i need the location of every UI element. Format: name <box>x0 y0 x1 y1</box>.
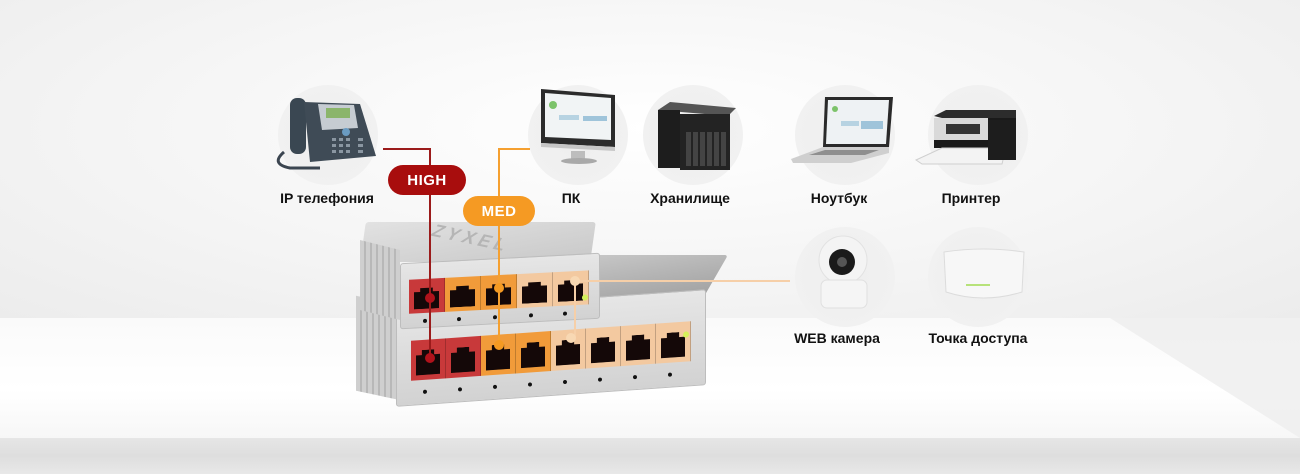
device-label: ПК <box>561 190 581 206</box>
port-dot <box>563 311 567 316</box>
low-priority-line <box>575 280 790 282</box>
switch-vent <box>360 240 400 320</box>
port-2[interactable] <box>517 272 553 309</box>
port-7[interactable] <box>446 335 481 379</box>
medium-priority-line <box>498 148 530 150</box>
port-dot <box>493 315 497 320</box>
laptop-icon <box>791 97 893 163</box>
low-port-marker <box>566 333 576 343</box>
device-label: Принтер <box>941 190 1001 206</box>
medium-port-marker <box>494 283 504 293</box>
port-dot <box>563 379 567 385</box>
port-4[interactable] <box>445 275 481 312</box>
medium-priority-line <box>498 148 500 342</box>
port-1[interactable] <box>656 321 691 364</box>
port-dot <box>423 389 427 394</box>
device-label: IP телефония <box>280 190 374 206</box>
medium-port-marker <box>494 340 504 350</box>
low-priority-line <box>574 280 576 338</box>
device-label: WEB камера <box>794 330 880 346</box>
high-port-marker <box>425 353 435 363</box>
desktop-pc-icon <box>541 89 615 164</box>
port-row <box>411 321 691 381</box>
port-dot <box>528 382 532 387</box>
printer-icon <box>914 110 1016 165</box>
port-5[interactable] <box>516 331 551 374</box>
device-label: Хранилище <box>650 190 730 206</box>
high-port-marker <box>425 293 435 303</box>
port-dot <box>668 372 672 377</box>
table-shadow <box>1110 318 1300 438</box>
port-dot <box>423 318 427 324</box>
web-camera-icon <box>818 235 868 309</box>
port-2[interactable] <box>621 323 656 367</box>
table-edge <box>0 438 1300 474</box>
port-dot <box>458 387 462 392</box>
device-label: Точка доступа <box>928 330 1028 346</box>
access-point-icon <box>943 248 1025 299</box>
high-priority-line <box>383 148 430 150</box>
port-dot <box>633 374 637 380</box>
ip-phone-icon <box>276 98 376 170</box>
high-priority-badge: HIGH <box>388 165 466 195</box>
port-dot <box>493 384 497 390</box>
nas-storage-icon <box>658 102 736 170</box>
medium-priority-badge: MED <box>463 196 535 226</box>
port-dot <box>529 313 533 318</box>
port-3[interactable] <box>586 326 621 369</box>
high-priority-line <box>429 148 431 358</box>
port-1[interactable] <box>553 270 589 307</box>
low-port-marker <box>570 276 580 286</box>
port-dot <box>598 377 602 382</box>
port-dot <box>457 317 461 322</box>
device-label: Ноутбук <box>810 190 868 206</box>
